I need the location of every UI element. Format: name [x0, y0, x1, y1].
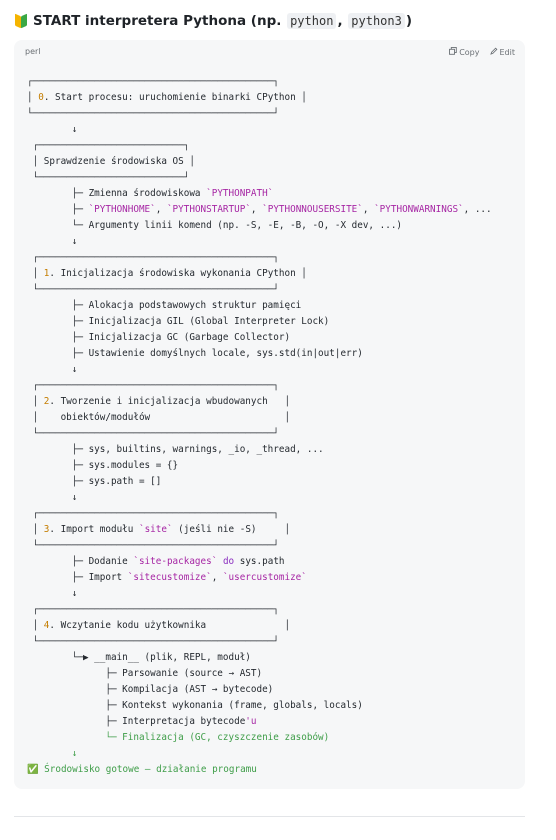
code-line: ├─ Zmienna środowiskowa `PYTHONPATH` — [27, 188, 274, 199]
code-line: └──────────────────────────┘ — [27, 172, 190, 183]
section-heading: START interpretera Pythona (np. python, … — [14, 13, 412, 29]
code-line: └─ Finalizacja (GC, czyszczenie zasobów) — [27, 732, 330, 743]
code-line: ✅ Środowisko gotowe — działanie programu — [27, 764, 257, 775]
code-line: ┌───────────────────────────────────────… — [27, 76, 279, 87]
code-line: ├─ Interpretacja bytecode'u — [27, 716, 257, 727]
code-line: └───────────────────────────────────────… — [27, 284, 279, 295]
code-line: │ 4. Wczytanie kodu użytkownika │ — [27, 620, 291, 631]
code-language-label: perl — [25, 47, 41, 56]
code-toolbar: Copy Edit — [449, 47, 515, 57]
copy-label: Copy — [459, 47, 480, 57]
edit-button[interactable]: Edit — [489, 47, 516, 57]
code-line: └───────────────────────────────────────… — [27, 428, 279, 439]
code-line: ├─ Alokacja podstawowych struktur pamięc… — [27, 300, 302, 311]
code-line: │ obiektów/modułów │ — [27, 412, 291, 423]
code-line: │ 1. Inicjalizacja środowiska wykonania … — [27, 268, 307, 279]
code-line: └───────────────────────────────────────… — [27, 108, 279, 119]
beginner-badge-icon — [14, 14, 28, 28]
code-line: ├─ Kompilacja (AST → bytecode) — [27, 684, 274, 695]
code-line: ├─ Ustawienie domyślnych locale, sys.std… — [27, 348, 363, 359]
code-line: ├─ Inicjalizacja GIL (Global Interpreter… — [27, 316, 330, 327]
heading-prefix: START interpretera Pythona (np. — [33, 13, 287, 29]
code-line: ├─ Parsowanie (source → AST) — [27, 668, 263, 679]
code-line: ↓ — [27, 492, 78, 503]
code-line: ├─ Dodanie `site-packages` do sys.path — [27, 556, 285, 567]
code-line: ↓ — [27, 124, 78, 135]
copy-button[interactable]: Copy — [449, 47, 480, 57]
heading-separator: , — [337, 13, 343, 29]
code-line: ↓ — [27, 588, 78, 599]
code-line: └─▶ __main__ (plik, REPL, moduł) — [27, 652, 251, 663]
code-content: ┌───────────────────────────────────────… — [27, 74, 492, 778]
heading-code-python3: python3 — [348, 13, 405, 29]
code-line: ↓ — [27, 236, 78, 247]
code-line: ├─ sys.path = [] — [27, 476, 162, 487]
code-line: ├─ sys.modules = {} — [27, 460, 179, 471]
heading-code-python: python — [287, 13, 337, 29]
code-line: └───────────────────────────────────────… — [27, 636, 279, 647]
code-line: ┌───────────────────────────────────────… — [27, 604, 279, 615]
copy-icon — [449, 47, 457, 57]
divider — [14, 816, 525, 817]
heading-suffix: ) — [405, 13, 413, 29]
code-line: ├─ Kontekst wykonania (frame, globals, l… — [27, 700, 363, 711]
code-line: ├─ Inicjalizacja GC (Garbage Collector) — [27, 332, 291, 343]
code-line: ↓ — [27, 364, 78, 375]
edit-icon — [489, 47, 498, 57]
code-line: ┌───────────────────────────────────────… — [27, 380, 279, 391]
code-line: ┌──────────────────────────┐ — [27, 140, 190, 151]
edit-label: Edit — [499, 47, 516, 57]
code-block: perl Copy Edit ┌────────────────────────… — [14, 40, 525, 789]
code-line: ├─ Import `sitecustomize`, `usercustomiz… — [27, 572, 307, 583]
code-line: └─ Argumenty linii komend (np. -S, -E, -… — [27, 220, 403, 231]
code-line: ├─ `PYTHONHOME`, `PYTHONSTARTUP`, `PYTHO… — [27, 204, 492, 215]
code-line: ├─ sys, builtins, warnings, _io, _thread… — [27, 444, 324, 455]
code-line: ┌───────────────────────────────────────… — [27, 508, 279, 519]
code-line: │ Sprawdzenie środowiska OS │ — [27, 156, 195, 167]
code-line: └───────────────────────────────────────… — [27, 540, 279, 551]
code-line: │ 0. Start procesu: uruchomienie binarki… — [27, 92, 307, 103]
code-line: ↓ — [27, 748, 78, 759]
code-line: │ 3. Import modułu `site` (jeśli nie -S)… — [27, 524, 291, 535]
code-line: ┌───────────────────────────────────────… — [27, 252, 279, 263]
code-line: │ 2. Tworzenie i inicjalizacja wbudowany… — [27, 396, 291, 407]
